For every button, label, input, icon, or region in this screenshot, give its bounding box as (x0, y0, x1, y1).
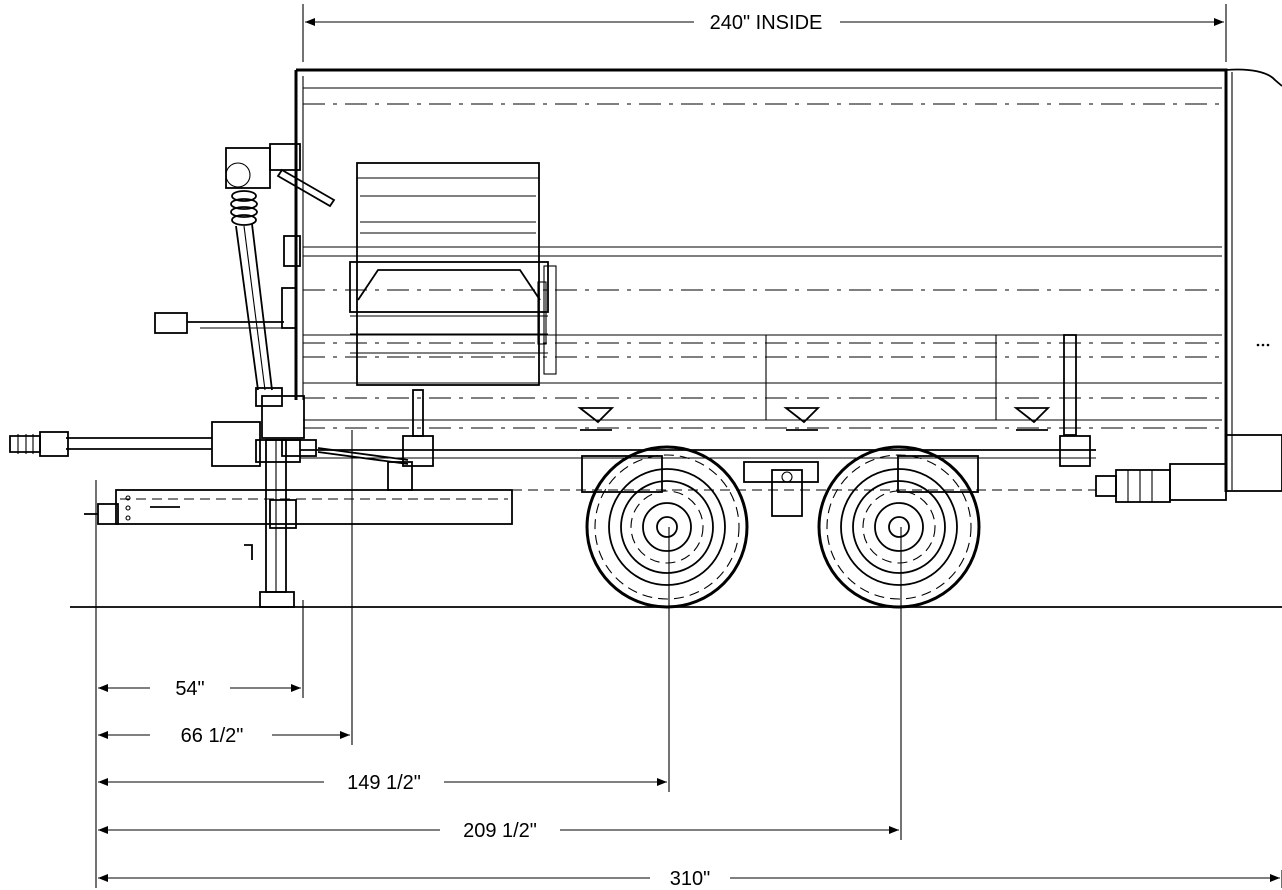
discharge-door (349, 162, 557, 386)
overall-length-label: 310" (670, 868, 710, 890)
front-axle-dimension: 149 1/2" (98, 772, 667, 794)
frame-hardware (402, 334, 1227, 517)
jack-stand (244, 439, 317, 608)
rear-wheel (817, 445, 981, 609)
rear-axle-dimension: 209 1/2" (98, 820, 899, 842)
inside-length-label: 240" INSIDE (710, 12, 823, 34)
jack-distance-label: 54" (175, 678, 204, 700)
inside-length-dimension: 240" INSIDE (302, 4, 1227, 62)
front-axle-label: 149 1/2" (347, 772, 421, 794)
front-hitch (9, 395, 1096, 525)
front-distance-dimension: 66 1/2" (98, 725, 350, 747)
jack-distance-dimension: 54" (98, 678, 301, 700)
bottom-dimensions: 54" 66 1/2" 149 1/2" 209 1/2" 310" (95, 430, 1282, 890)
front-wheel (585, 445, 749, 609)
mixer-body (294, 68, 1282, 492)
front-distance-label: 66 1/2" (181, 725, 244, 747)
overall-length-dimension: 310" (98, 868, 1280, 890)
pto-bellows (230, 190, 258, 226)
front-driveline (154, 143, 336, 407)
rear-axle-label: 209 1/2" (463, 820, 537, 842)
